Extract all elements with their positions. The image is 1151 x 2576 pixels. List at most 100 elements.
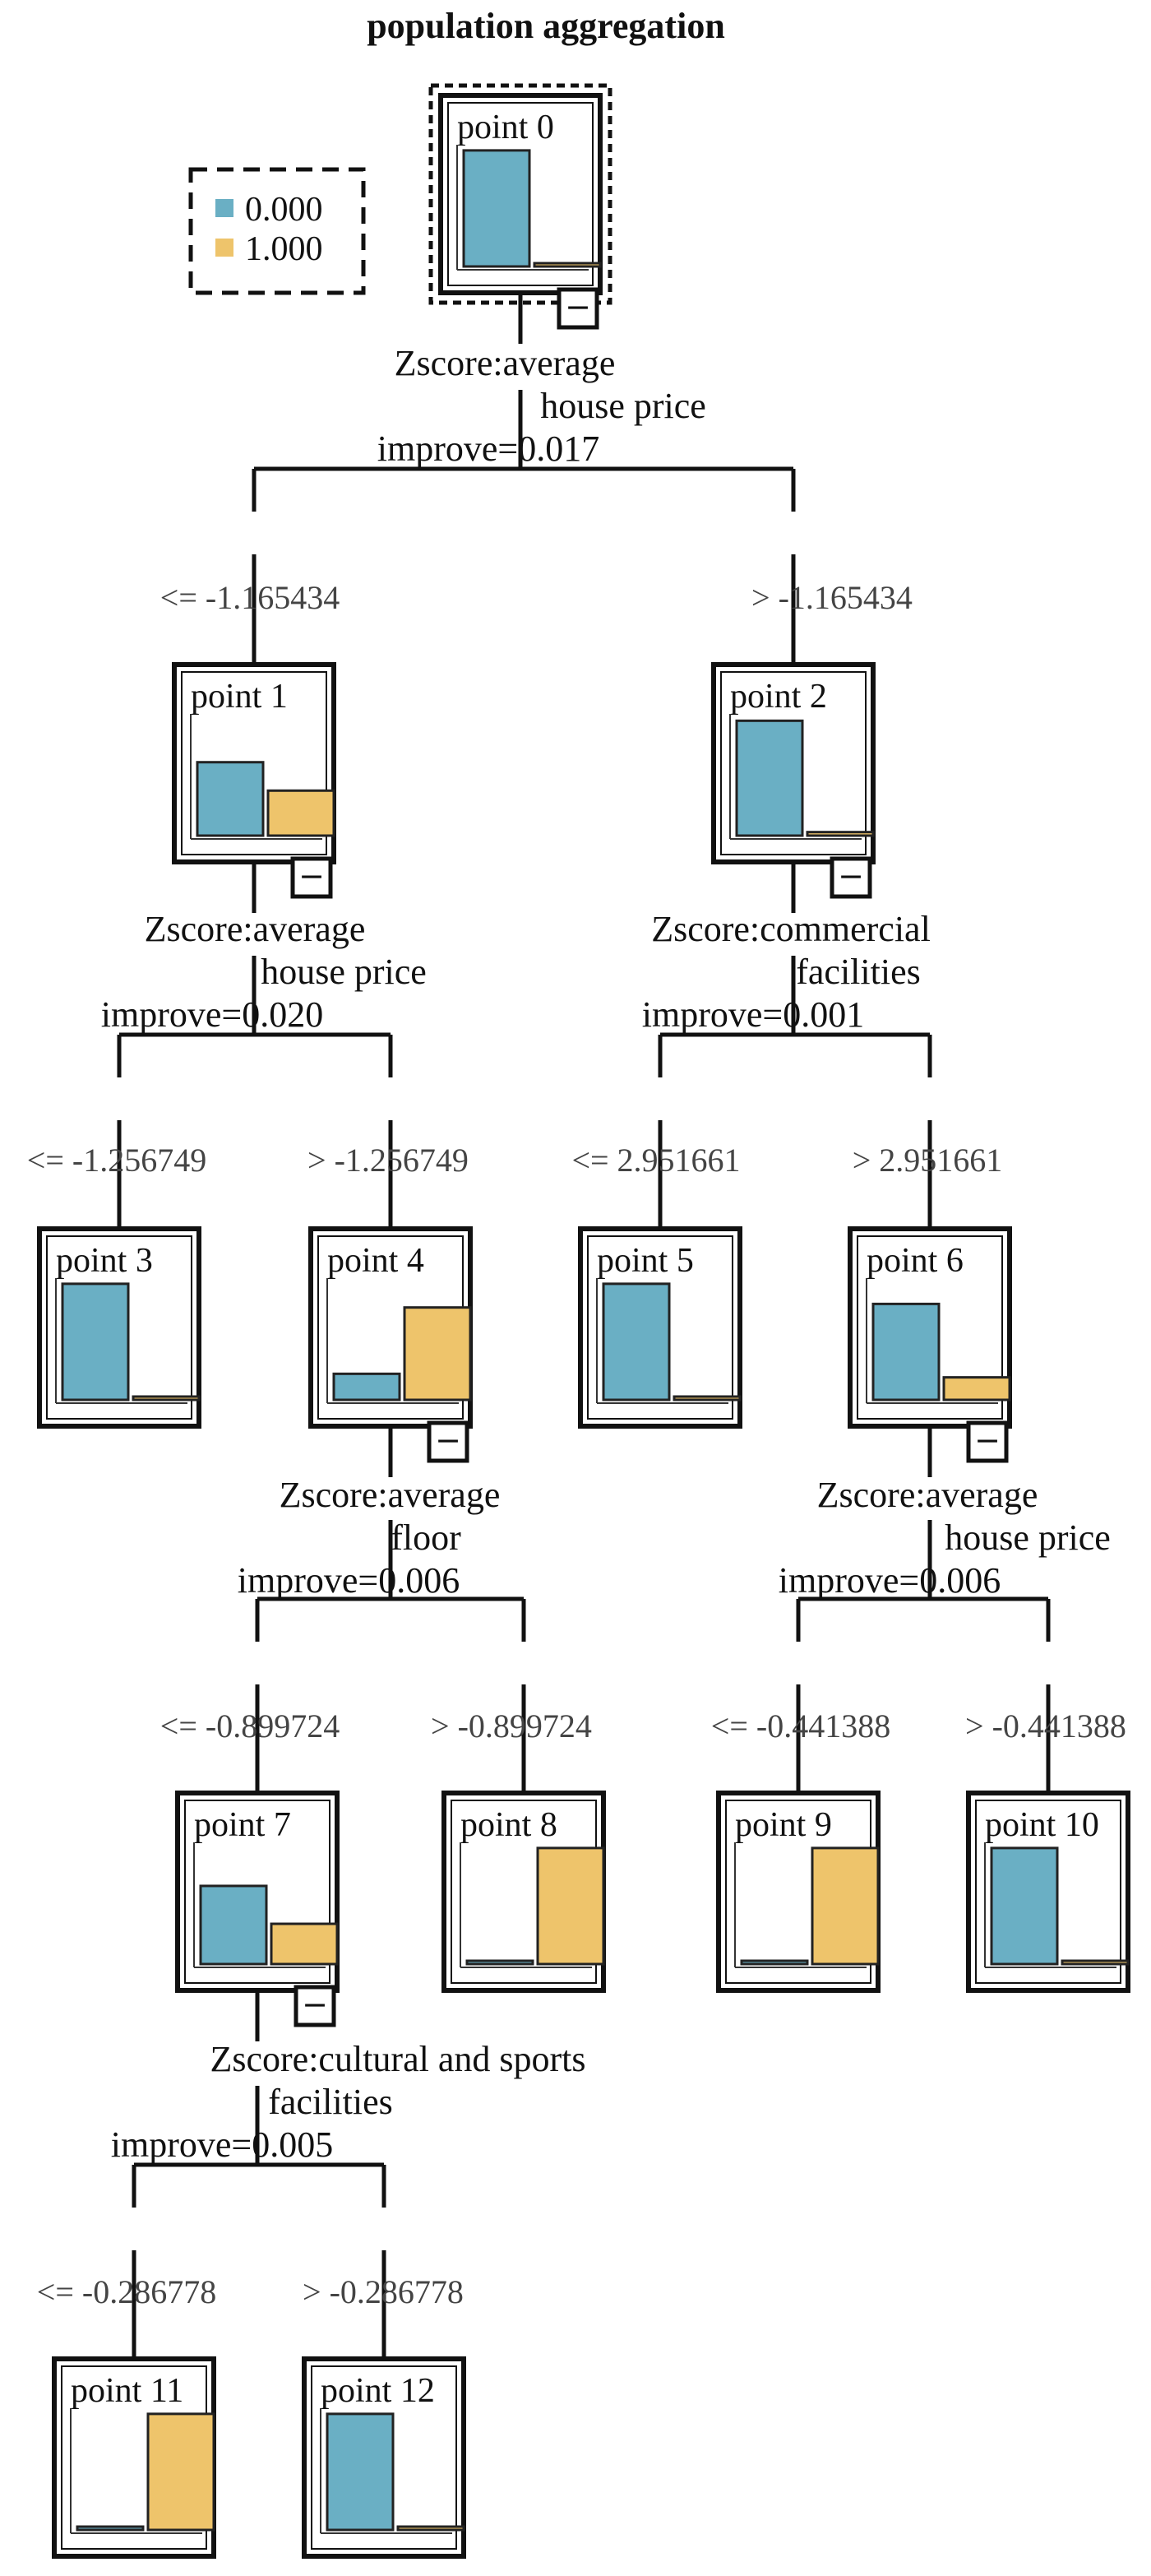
split-connector-7: <= -0.286778 > -0.286778 bbox=[37, 1990, 464, 2359]
class-0-bar bbox=[199, 1884, 268, 1966]
collapse-button[interactable]: − bbox=[966, 1420, 1009, 1463]
split-improve: improve=0.020 bbox=[101, 994, 323, 1035]
split-improve: improve=0.001 bbox=[642, 994, 864, 1035]
tree-node-5[interactable]: point 5 bbox=[578, 1226, 742, 1429]
collapse-button-box bbox=[290, 856, 333, 899]
minus-icon: − bbox=[298, 858, 325, 894]
class-1-bar bbox=[1061, 1959, 1130, 1966]
tree-node-8[interactable]: point 8 bbox=[441, 1791, 606, 1993]
split-connector-0: <= -1.165434 > -1.165434 bbox=[160, 293, 913, 665]
edge-label-left: <= -1.165434 bbox=[160, 579, 340, 616]
class-0-bar bbox=[61, 1282, 130, 1402]
node-label: point 8 bbox=[460, 1806, 557, 1844]
node-inner-frame bbox=[184, 1800, 331, 1984]
node-inner-frame bbox=[720, 671, 867, 855]
class-0-bar bbox=[76, 2525, 145, 2532]
tree-node-3[interactable]: point 3 bbox=[37, 1226, 201, 1429]
node-inner-frame bbox=[975, 1800, 1121, 1984]
collapse-button-box bbox=[830, 856, 872, 899]
edge-label-right: > -1.165434 bbox=[751, 579, 913, 616]
class-1-bar bbox=[811, 1846, 880, 1966]
class-0-bar bbox=[740, 1959, 809, 1966]
legend: 0.000 1.000 bbox=[188, 167, 366, 295]
tree-node-4[interactable]: point 4− bbox=[308, 1226, 473, 1463]
class-0-bar bbox=[196, 761, 265, 837]
selection-outline bbox=[428, 83, 612, 305]
class-1-bar bbox=[132, 1395, 201, 1402]
collapse-button-box bbox=[966, 1420, 1009, 1463]
node-label: point 5 bbox=[597, 1242, 694, 1280]
node-label: point 6 bbox=[867, 1242, 964, 1280]
split-improve: improve=0.005 bbox=[111, 2124, 333, 2165]
minus-icon: − bbox=[838, 858, 864, 894]
split-variable-line1: Zscore:cultural and sports bbox=[210, 2039, 586, 2079]
node-label: point 2 bbox=[730, 678, 827, 716]
split-variable-line1: Zscore:average bbox=[395, 343, 616, 383]
tree-node-0[interactable]: point 0 − bbox=[428, 83, 612, 330]
class-1-bar bbox=[403, 1306, 472, 1402]
node-inner-frame bbox=[181, 671, 327, 855]
tree-node-9[interactable]: point 9 bbox=[716, 1791, 881, 1993]
class-1-bar bbox=[942, 1376, 1011, 1402]
diagram-title: population aggregation bbox=[367, 6, 725, 46]
node-label: point 1 bbox=[191, 678, 288, 716]
edge-label-right: > -0.286778 bbox=[303, 2273, 464, 2310]
split-variable-line2: facilities bbox=[796, 952, 921, 992]
node-label: point 11 bbox=[71, 2372, 183, 2410]
node-label: point 0 bbox=[457, 109, 554, 146]
tree-node-10[interactable]: point 10 bbox=[966, 1791, 1130, 1993]
split-connector-4: <= -0.899724> -0.899724 bbox=[160, 1426, 592, 1793]
edge-label-right: > -1.256749 bbox=[307, 1142, 469, 1179]
legend-label-class-0: 0.000 bbox=[245, 191, 323, 229]
edge-label-left: <= -1.256749 bbox=[27, 1142, 206, 1179]
tree-node-12[interactable]: point 12 bbox=[302, 2356, 466, 2559]
split-variable-line2: floor bbox=[391, 1517, 461, 1558]
tree-node-6[interactable]: point 6 − bbox=[848, 1226, 1012, 1463]
edge-label-right: > 2.951661 bbox=[853, 1142, 1003, 1179]
split-connector-2: <= 2.951661> 2.951661 bbox=[571, 862, 1002, 1229]
split-variable-line1: Zscore:commercial bbox=[651, 909, 931, 949]
node-label: point 12 bbox=[321, 2372, 435, 2410]
node-inner-frame bbox=[857, 1235, 1003, 1420]
collapse-button[interactable]: − bbox=[557, 287, 599, 330]
class-0-bar bbox=[326, 2412, 395, 2532]
class-1-bar bbox=[673, 1395, 742, 1402]
tree-node-11[interactable]: point 11 bbox=[52, 2356, 216, 2559]
collapse-button[interactable]: − bbox=[294, 1985, 336, 2027]
edge-label-left: <= -0.441388 bbox=[711, 1707, 890, 1744]
split-variable-line2: house price bbox=[540, 386, 706, 426]
tree-node-7[interactable]: point 7− bbox=[175, 1791, 340, 2027]
collapse-button-box bbox=[294, 1985, 336, 2027]
split-connector-6: <= -0.441388> -0.441388 bbox=[711, 1426, 1126, 1793]
node-inner-frame bbox=[587, 1235, 733, 1420]
class-0-bar bbox=[871, 1302, 941, 1402]
node-inner-frame bbox=[447, 102, 594, 286]
split-variable-line2: house price bbox=[261, 952, 427, 992]
edge-label-left: <= -0.286778 bbox=[37, 2273, 216, 2310]
split-improve: improve=0.017 bbox=[377, 429, 599, 469]
collapse-button-box bbox=[557, 287, 599, 330]
node-inner-frame bbox=[311, 2365, 457, 2550]
legend-frame bbox=[188, 167, 366, 295]
tree-node-2[interactable]: point 2 − bbox=[711, 662, 876, 899]
node-inner-frame bbox=[46, 1235, 192, 1420]
class-0-bar bbox=[332, 1372, 401, 1402]
class-0-bar bbox=[465, 1959, 534, 1966]
tree-node-1[interactable]: point 1 − bbox=[172, 662, 336, 899]
edge-label-right: > -0.899724 bbox=[431, 1707, 592, 1744]
split-connector-1: <= -1.256749 > -1.256749 bbox=[27, 862, 469, 1229]
class-0-bar bbox=[735, 719, 804, 837]
split-variable-line2: house price bbox=[945, 1517, 1111, 1558]
class-1-bar bbox=[270, 1922, 339, 1966]
collapse-button[interactable]: − bbox=[290, 856, 333, 899]
class-0-bar bbox=[602, 1282, 671, 1402]
collapse-button[interactable]: − bbox=[830, 856, 872, 899]
legend-swatch-class-1 bbox=[215, 239, 233, 257]
collapse-button[interactable]: − bbox=[427, 1420, 469, 1463]
